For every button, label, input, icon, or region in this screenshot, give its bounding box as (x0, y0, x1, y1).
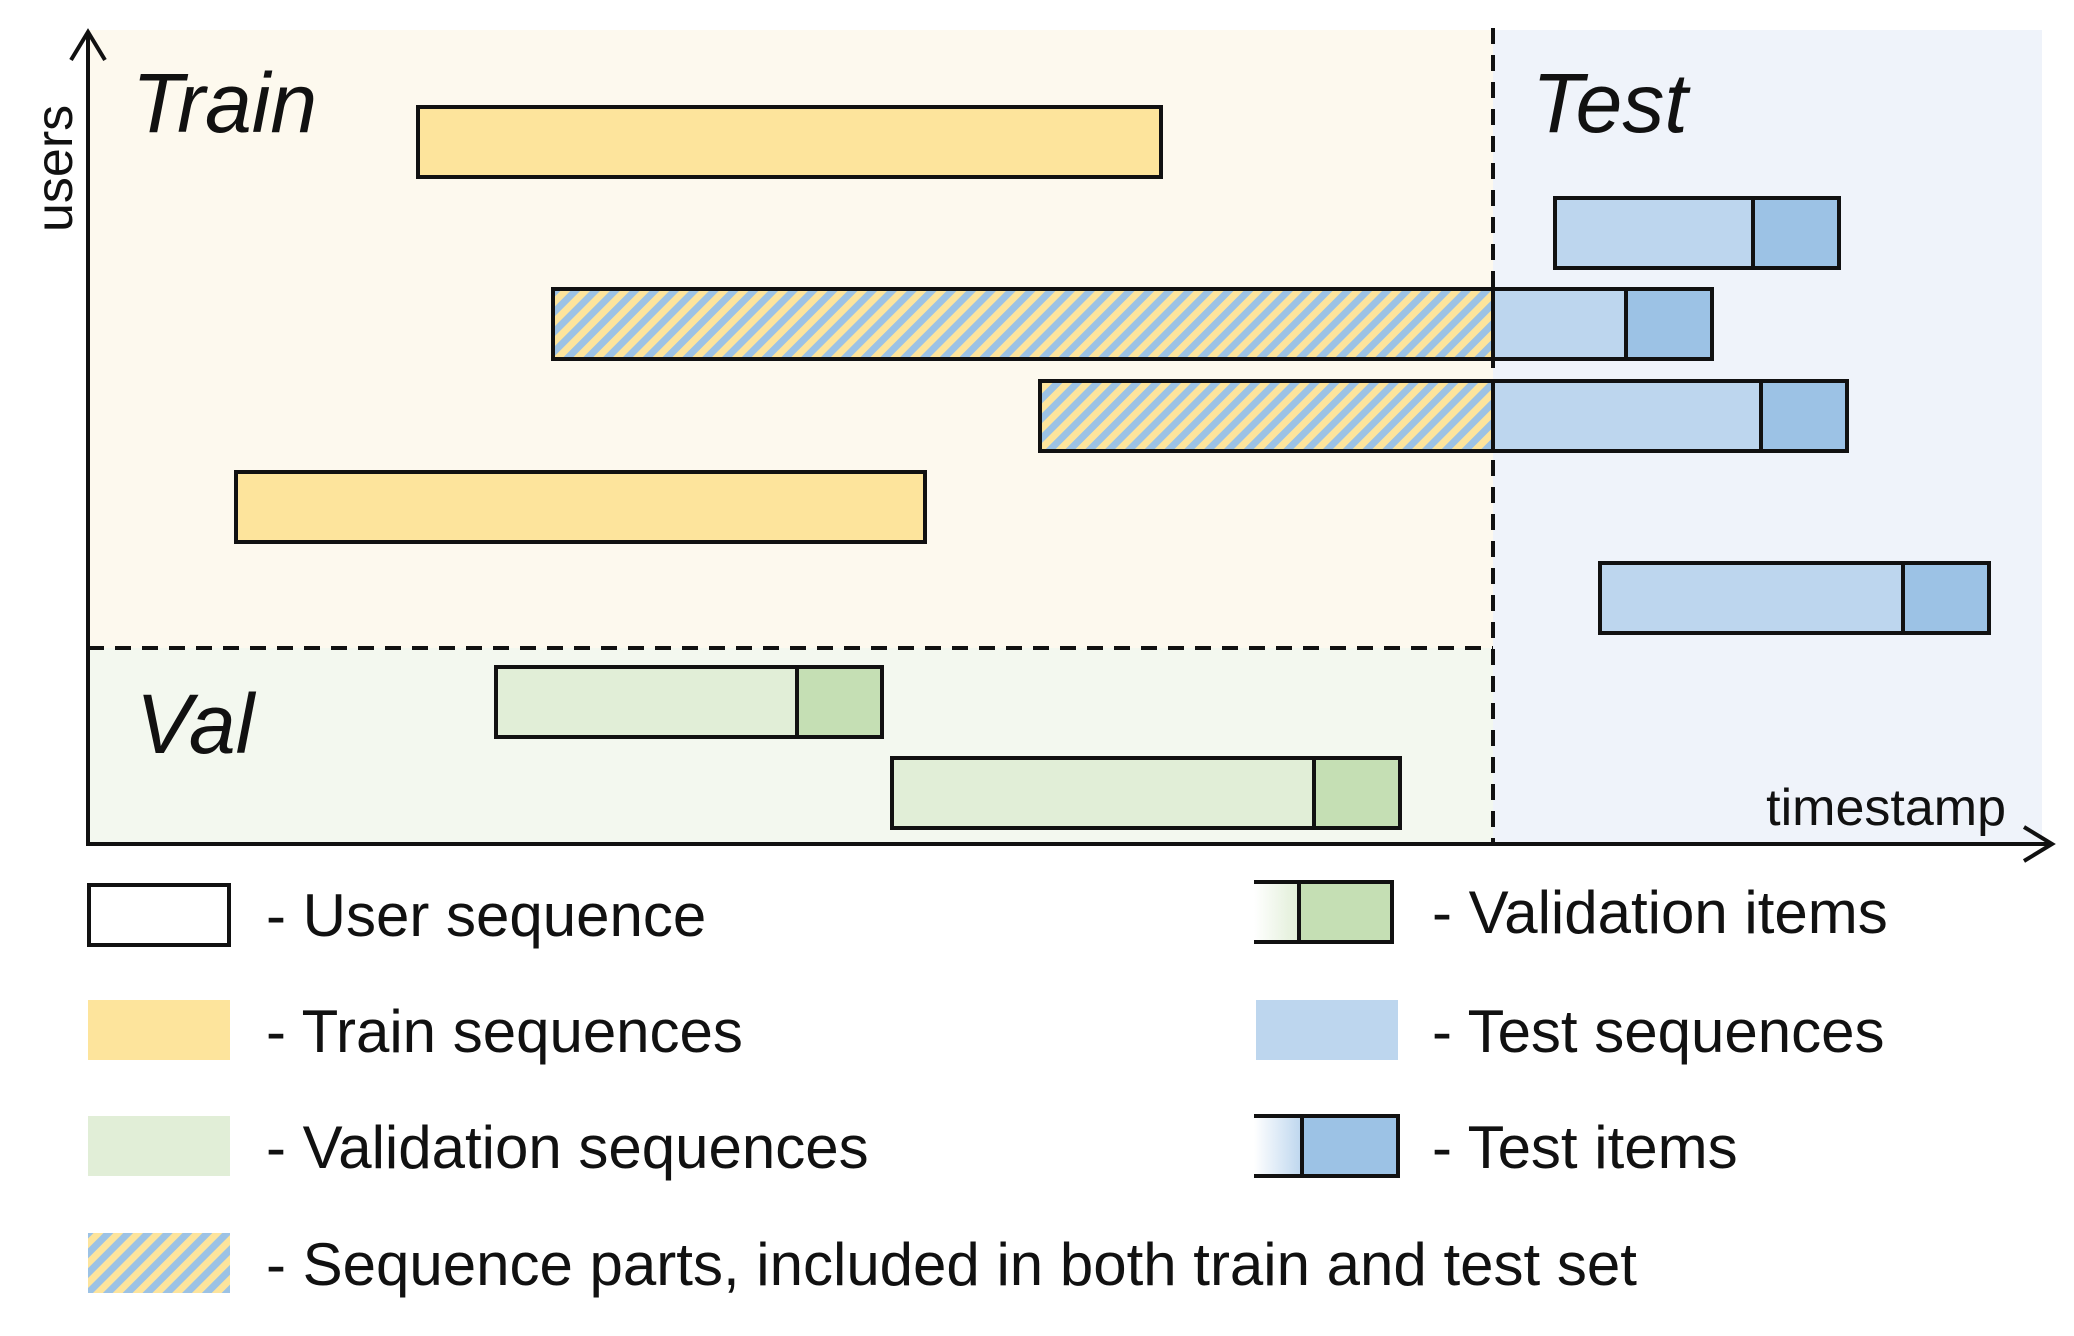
legend-item-user-sequence: - User sequence (87, 882, 706, 949)
test-item-segment (1761, 381, 1847, 451)
user-sequence-test-2 (1598, 561, 1991, 635)
legend-item-test-sequences: - Test sequences (1256, 998, 1885, 1065)
user-sequence-train-2 (234, 470, 927, 544)
legend-label-test-items: - Test items (1432, 1114, 1738, 1181)
val-sequence-segment (892, 758, 1314, 828)
legend-label-train-sequences: - Train sequences (266, 998, 743, 1065)
test-region-label: Test (1532, 56, 1691, 150)
y-axis-arrowhead (69, 28, 107, 62)
user-sequence-outline (494, 665, 884, 739)
legend-label-user-sequence: - User sequence (266, 882, 706, 949)
axes (69, 28, 2056, 863)
user-sequence-outline (551, 287, 1714, 361)
test-sequence-segment (1493, 381, 1761, 451)
legend-item-test-items: - Test items (1254, 1114, 1738, 1181)
legend-swatch-train-sequences (88, 1000, 230, 1060)
y-axis-label: users (26, 105, 84, 232)
user-sequence-outline (1038, 379, 1849, 453)
user-sequence-overlap-2 (1038, 379, 1849, 453)
legend-swatch-test-outline (1254, 1114, 1400, 1178)
legend-swatch-test-sequences (1256, 1000, 1398, 1060)
legend-label-validation-items: - Validation items (1432, 879, 1888, 946)
user-sequence-overlap-1 (551, 287, 1714, 361)
legend-swatch-validation-outline (1254, 880, 1394, 944)
legend-swatch-validation-fade (1254, 882, 1299, 942)
test-item-segment (1903, 563, 1989, 633)
test-sequence-segment (1555, 198, 1753, 268)
legend-swatch-test-fade (1254, 1116, 1302, 1176)
legend-item-shared-parts: - Sequence parts, included in both train… (88, 1231, 1637, 1298)
user-sequence-outline (890, 756, 1402, 830)
val-sequence-segment (496, 667, 797, 737)
val-item-segment (797, 667, 882, 737)
test-item-segment (1626, 289, 1712, 359)
test-item-segment (1753, 198, 1839, 268)
legend-item-validation-sequences: - Validation sequences (88, 1114, 869, 1181)
test-sequence-segment (1493, 289, 1626, 359)
val-item-segment (1314, 758, 1400, 828)
legend-label-shared-parts: - Sequence parts, included in both train… (266, 1231, 1637, 1298)
legend: - User sequence - Train sequences - Vali… (87, 879, 1888, 1298)
user-sequence-val-2 (890, 756, 1402, 830)
x-axis-arrowhead (2022, 825, 2056, 863)
legend-label-test-sequences: - Test sequences (1432, 998, 1885, 1065)
val-region-label: Val (136, 677, 257, 771)
user-sequence-outline (1598, 561, 1991, 635)
legend-swatch-validation-item (1299, 882, 1392, 942)
test-sequence-segment (1600, 563, 1903, 633)
legend-swatch-shared-parts (88, 1233, 230, 1293)
shared-train-test-segment (553, 289, 1493, 359)
user-sequence-val-1 (494, 665, 884, 739)
user-sequence-train-1 (416, 105, 1163, 179)
legend-item-validation-items: - Validation items (1254, 879, 1888, 946)
legend-swatch-validation-sequences (88, 1116, 230, 1176)
train-region-label: Train (132, 56, 317, 150)
legend-swatch-user-sequence (87, 883, 231, 947)
user-sequence-outline (1553, 196, 1841, 270)
legend-swatch-test-item (1302, 1116, 1398, 1176)
shared-train-test-segment (1040, 381, 1493, 451)
x-axis-label: timestamp (1766, 779, 2006, 837)
user-sequence-test-1 (1553, 196, 1841, 270)
legend-label-validation-sequences: - Validation sequences (266, 1114, 869, 1181)
legend-item-train-sequences: - Train sequences (88, 998, 743, 1065)
